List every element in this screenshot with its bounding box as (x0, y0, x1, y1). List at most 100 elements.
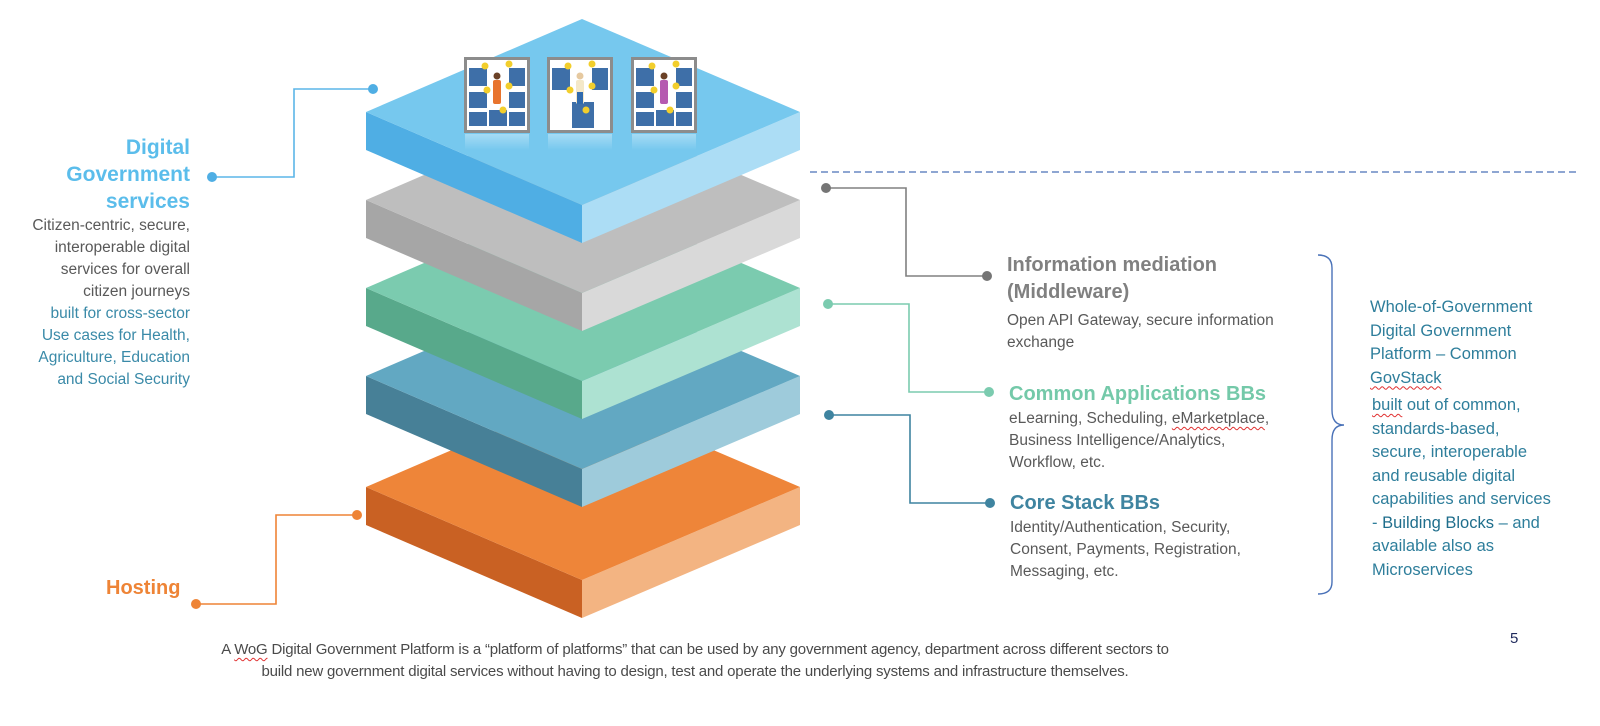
persona-body-icon (660, 80, 668, 104)
bottom-note: A WoG Digital Government Platform is a “… (215, 639, 1175, 683)
core-stack-desc: Consent, Payments, Registration, (1010, 541, 1241, 558)
persona-head-icon (576, 72, 584, 80)
brace-icon (1317, 254, 1345, 595)
card-icon-dot (505, 60, 513, 68)
card-icon-dot (483, 86, 491, 94)
layers-group (366, 19, 800, 618)
page-number: 5 (1510, 630, 1519, 647)
desc-line: Use cases for Health, (41, 327, 190, 344)
layer-left-face (366, 288, 582, 419)
card-text-box (676, 92, 692, 108)
persona-cards (464, 57, 697, 150)
common-apps-desc: eLearning, Scheduling, eMarketplace, (1009, 408, 1309, 430)
core-stack-title: Core Stack BBs (1010, 492, 1161, 514)
note-text: WoG (234, 641, 268, 658)
title-line: Government (66, 163, 190, 186)
layer-right-face (582, 200, 800, 331)
digital-services-use-cases: built for cross-sector Use cases for Hea… (0, 303, 190, 391)
desc-line: Citizen-centric, secure, (32, 217, 190, 234)
summary-line: standards-based, (1372, 419, 1500, 438)
card-text-box (656, 110, 674, 126)
summary-line: Digital Government (1370, 321, 1512, 340)
card-text-box (636, 112, 654, 126)
core-stack-label: Core Stack BBs Identity/Authentication, … (1010, 490, 1310, 583)
summary-text: - (1372, 513, 1383, 532)
summary-text: built (1372, 396, 1403, 414)
card-icon-dot (672, 60, 680, 68)
card-reflection (548, 134, 612, 150)
desc-text: , (1264, 410, 1270, 427)
card-text-box (509, 92, 525, 108)
card-text-box (469, 68, 487, 86)
summary-line: available also as (1372, 537, 1494, 555)
card-icon-dot (566, 86, 574, 94)
card-icon-dot (588, 82, 596, 90)
desc-line: interoperable digital (54, 239, 190, 256)
middleware-label: Information mediation (Middleware) Open … (1007, 252, 1307, 354)
connector-digital-services (207, 84, 378, 182)
summary-line: GovStack (1370, 368, 1442, 387)
card-text-box (592, 68, 608, 90)
card-reflection (632, 134, 696, 150)
desc-line: built for cross-sector (50, 305, 190, 322)
card-icon-dot (481, 62, 489, 70)
common-apps-label: Common Applications BBs eLearning, Sched… (1009, 381, 1309, 474)
card-text-box (572, 102, 594, 128)
digital-services-title: Digital Government services (0, 134, 190, 215)
persona-card-woman-orange (464, 57, 530, 150)
card-icon-dot (505, 82, 513, 90)
card-text-box (489, 110, 507, 126)
persona-head-icon (493, 72, 501, 80)
platform-summary-title: Whole-of-Government Digital Government P… (1370, 296, 1585, 390)
summary-line: Whole-of-Government (1370, 298, 1533, 316)
digital-services-description: Citizen-centric, secure, interoperable d… (0, 215, 190, 303)
persona-body-icon (493, 80, 501, 104)
summary-text: – and (1493, 513, 1540, 532)
title-line: Digital (125, 136, 190, 159)
card-text-box (636, 92, 654, 108)
card-text-box (469, 112, 487, 126)
note-text: A (221, 641, 235, 658)
summary-line: capabilities and services (1372, 490, 1551, 508)
desc-text: eMarketplace (1171, 410, 1265, 427)
middleware-desc: Open API Gateway, secure information (1007, 312, 1274, 329)
common-apps-desc: Workflow, etc. (1009, 454, 1106, 471)
card-text-box (676, 112, 692, 126)
summary-line: and reusable digital (1372, 466, 1516, 485)
layer-right-face (582, 288, 800, 419)
card-icon-dot (666, 106, 674, 114)
card-reflection (465, 134, 529, 150)
layer-right-face (582, 487, 800, 618)
layer-right-face (582, 112, 800, 243)
desc-line: Agriculture, Education (38, 349, 190, 366)
desc-line: services for overall (60, 261, 190, 278)
summary-line: Microservices (1372, 560, 1473, 579)
card-icon-dot (672, 82, 680, 90)
summary-line: Platform – Common (1370, 345, 1517, 363)
note-text: Digital Government Platform is a “platfo… (261, 641, 1169, 680)
card-icon-dot (588, 60, 596, 68)
card-icon-dot (650, 86, 658, 94)
desc-line: and Social Security (57, 371, 190, 388)
persona-card-woman-purple (631, 57, 697, 150)
connector-common-apps (823, 299, 994, 397)
card-text-box (509, 68, 525, 86)
core-stack-desc: Identity/Authentication, Security, (1010, 519, 1231, 536)
connector-middleware (821, 183, 992, 281)
common-apps-desc: Business Intelligence/Analytics, (1009, 432, 1226, 449)
layer-left-face (366, 112, 582, 243)
card-text-box (469, 92, 487, 108)
layer-left-face (366, 376, 582, 507)
platform-summary-body: built out of common, standards-based, se… (1372, 394, 1592, 582)
card-text-box (552, 68, 570, 90)
card-text-box (509, 112, 525, 126)
desc-text: eLearning, Scheduling, (1009, 410, 1172, 427)
persona-legs-icon (577, 92, 583, 104)
connector-hosting (191, 510, 362, 609)
card-icon-dot (564, 62, 572, 70)
persona-card-farmer (547, 57, 613, 150)
middleware-title: (Middleware) (1007, 281, 1130, 303)
core-stack-desc: Messaging, etc. (1010, 563, 1119, 580)
summary-text: out of common, (1402, 396, 1521, 414)
